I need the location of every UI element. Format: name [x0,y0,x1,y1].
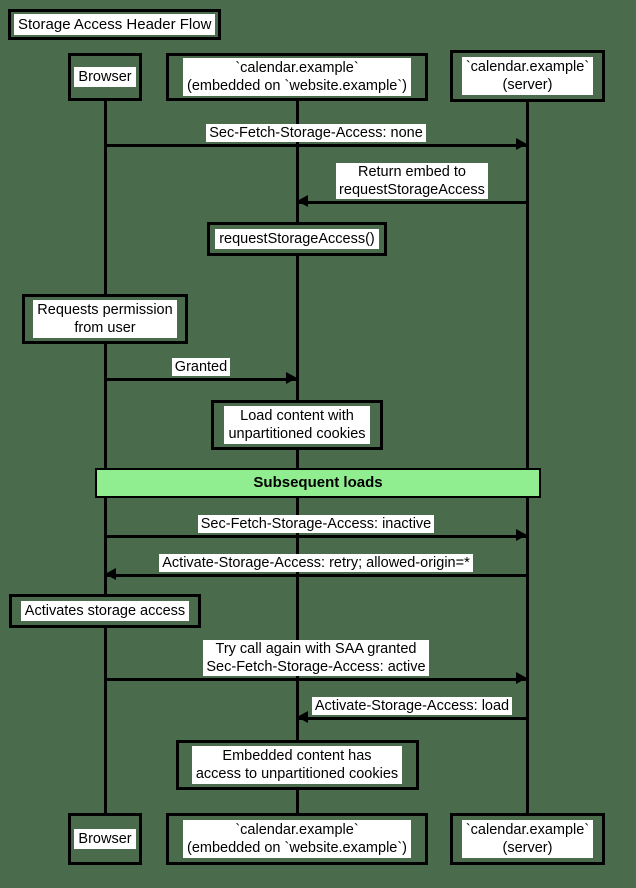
note-n4: Activates storage access [9,594,201,628]
divider-d1: Subsequent loads [95,468,541,498]
message-label-wrap-m2: Return embed to requestStorageAccess [297,163,527,199]
participant-label-server: `calendar.example` (server) [461,820,594,858]
participant-label-embed: `calendar.example` (embedded on `website… [182,58,412,96]
message-line-m3 [105,378,297,381]
note-label-n4: Activates storage access [20,601,190,621]
participant-label-browser: Browser [74,829,136,849]
arrow-head-m5 [105,568,116,580]
message-line-m6 [105,678,527,681]
footer-participant-browser: Browser [68,813,142,865]
lifeline-browser [104,101,107,813]
note-label-n1: requestStorageAccess() [215,229,379,249]
lifeline-embed [296,101,299,813]
message-label-m5: Activate-Storage-Access: retry; allowed-… [159,554,473,572]
message-label-wrap-m3: Granted [105,358,297,376]
message-label-m1: Sec-Fetch-Storage-Access: none [206,124,426,142]
message-label-wrap-m6: Try call again with SAA granted Sec-Fetc… [105,640,527,676]
note-n1: requestStorageAccess() [207,222,387,256]
arrow-head-m1 [516,138,527,150]
arrow-head-m7 [297,711,308,723]
arrow-head-m6 [516,672,527,684]
message-label-wrap-m1: Sec-Fetch-Storage-Access: none [105,124,527,142]
message-label-m7: Activate-Storage-Access: load [311,697,513,715]
note-label-n3: Load content with unpartitioned cookies [224,406,370,444]
message-label-wrap-m7: Activate-Storage-Access: load [297,697,527,715]
message-label-m6: Try call again with SAA granted Sec-Fetc… [203,640,429,676]
message-line-m4 [105,535,527,538]
arrow-head-m2 [297,195,308,207]
participant-label-browser: Browser [74,67,136,87]
participant-label-embed: `calendar.example` (embedded on `website… [182,820,412,858]
message-label-m4: Sec-Fetch-Storage-Access: inactive [197,515,435,533]
message-line-m1 [105,144,527,147]
note-n2: Requests permission from user [22,294,188,344]
note-label-n2: Requests permission from user [33,300,177,338]
message-label-m2: Return embed to requestStorageAccess [336,163,488,199]
arrow-head-m3 [286,372,297,384]
message-label-wrap-m4: Sec-Fetch-Storage-Access: inactive [105,515,527,533]
note-n5: Embedded content has access to unpartiti… [175,740,419,790]
footer-participant-server: `calendar.example` (server) [450,813,605,865]
footer-participant-embed: `calendar.example` (embedded on `website… [166,813,428,865]
message-line-m2 [297,201,527,204]
message-label-m3: Granted [171,358,231,376]
participant-label-server: `calendar.example` (server) [461,57,594,95]
arrow-head-m4 [516,529,527,541]
divider-label: Subsequent loads [253,474,383,491]
note-n3: Load content with unpartitioned cookies [211,400,383,450]
header-participant-embed: `calendar.example` (embedded on `website… [166,53,428,101]
message-label-wrap-m5: Activate-Storage-Access: retry; allowed-… [105,554,527,572]
header-participant-browser: Browser [68,53,142,101]
lifeline-server [526,101,529,813]
note-label-n5: Embedded content has access to unpartiti… [191,746,403,784]
page-title: Storage Access Header Flow [14,14,216,35]
message-line-m5 [105,574,527,577]
message-line-m7 [297,717,527,720]
diagram-title-box: Storage Access Header Flow [8,9,222,40]
header-participant-server: `calendar.example` (server) [450,50,605,102]
